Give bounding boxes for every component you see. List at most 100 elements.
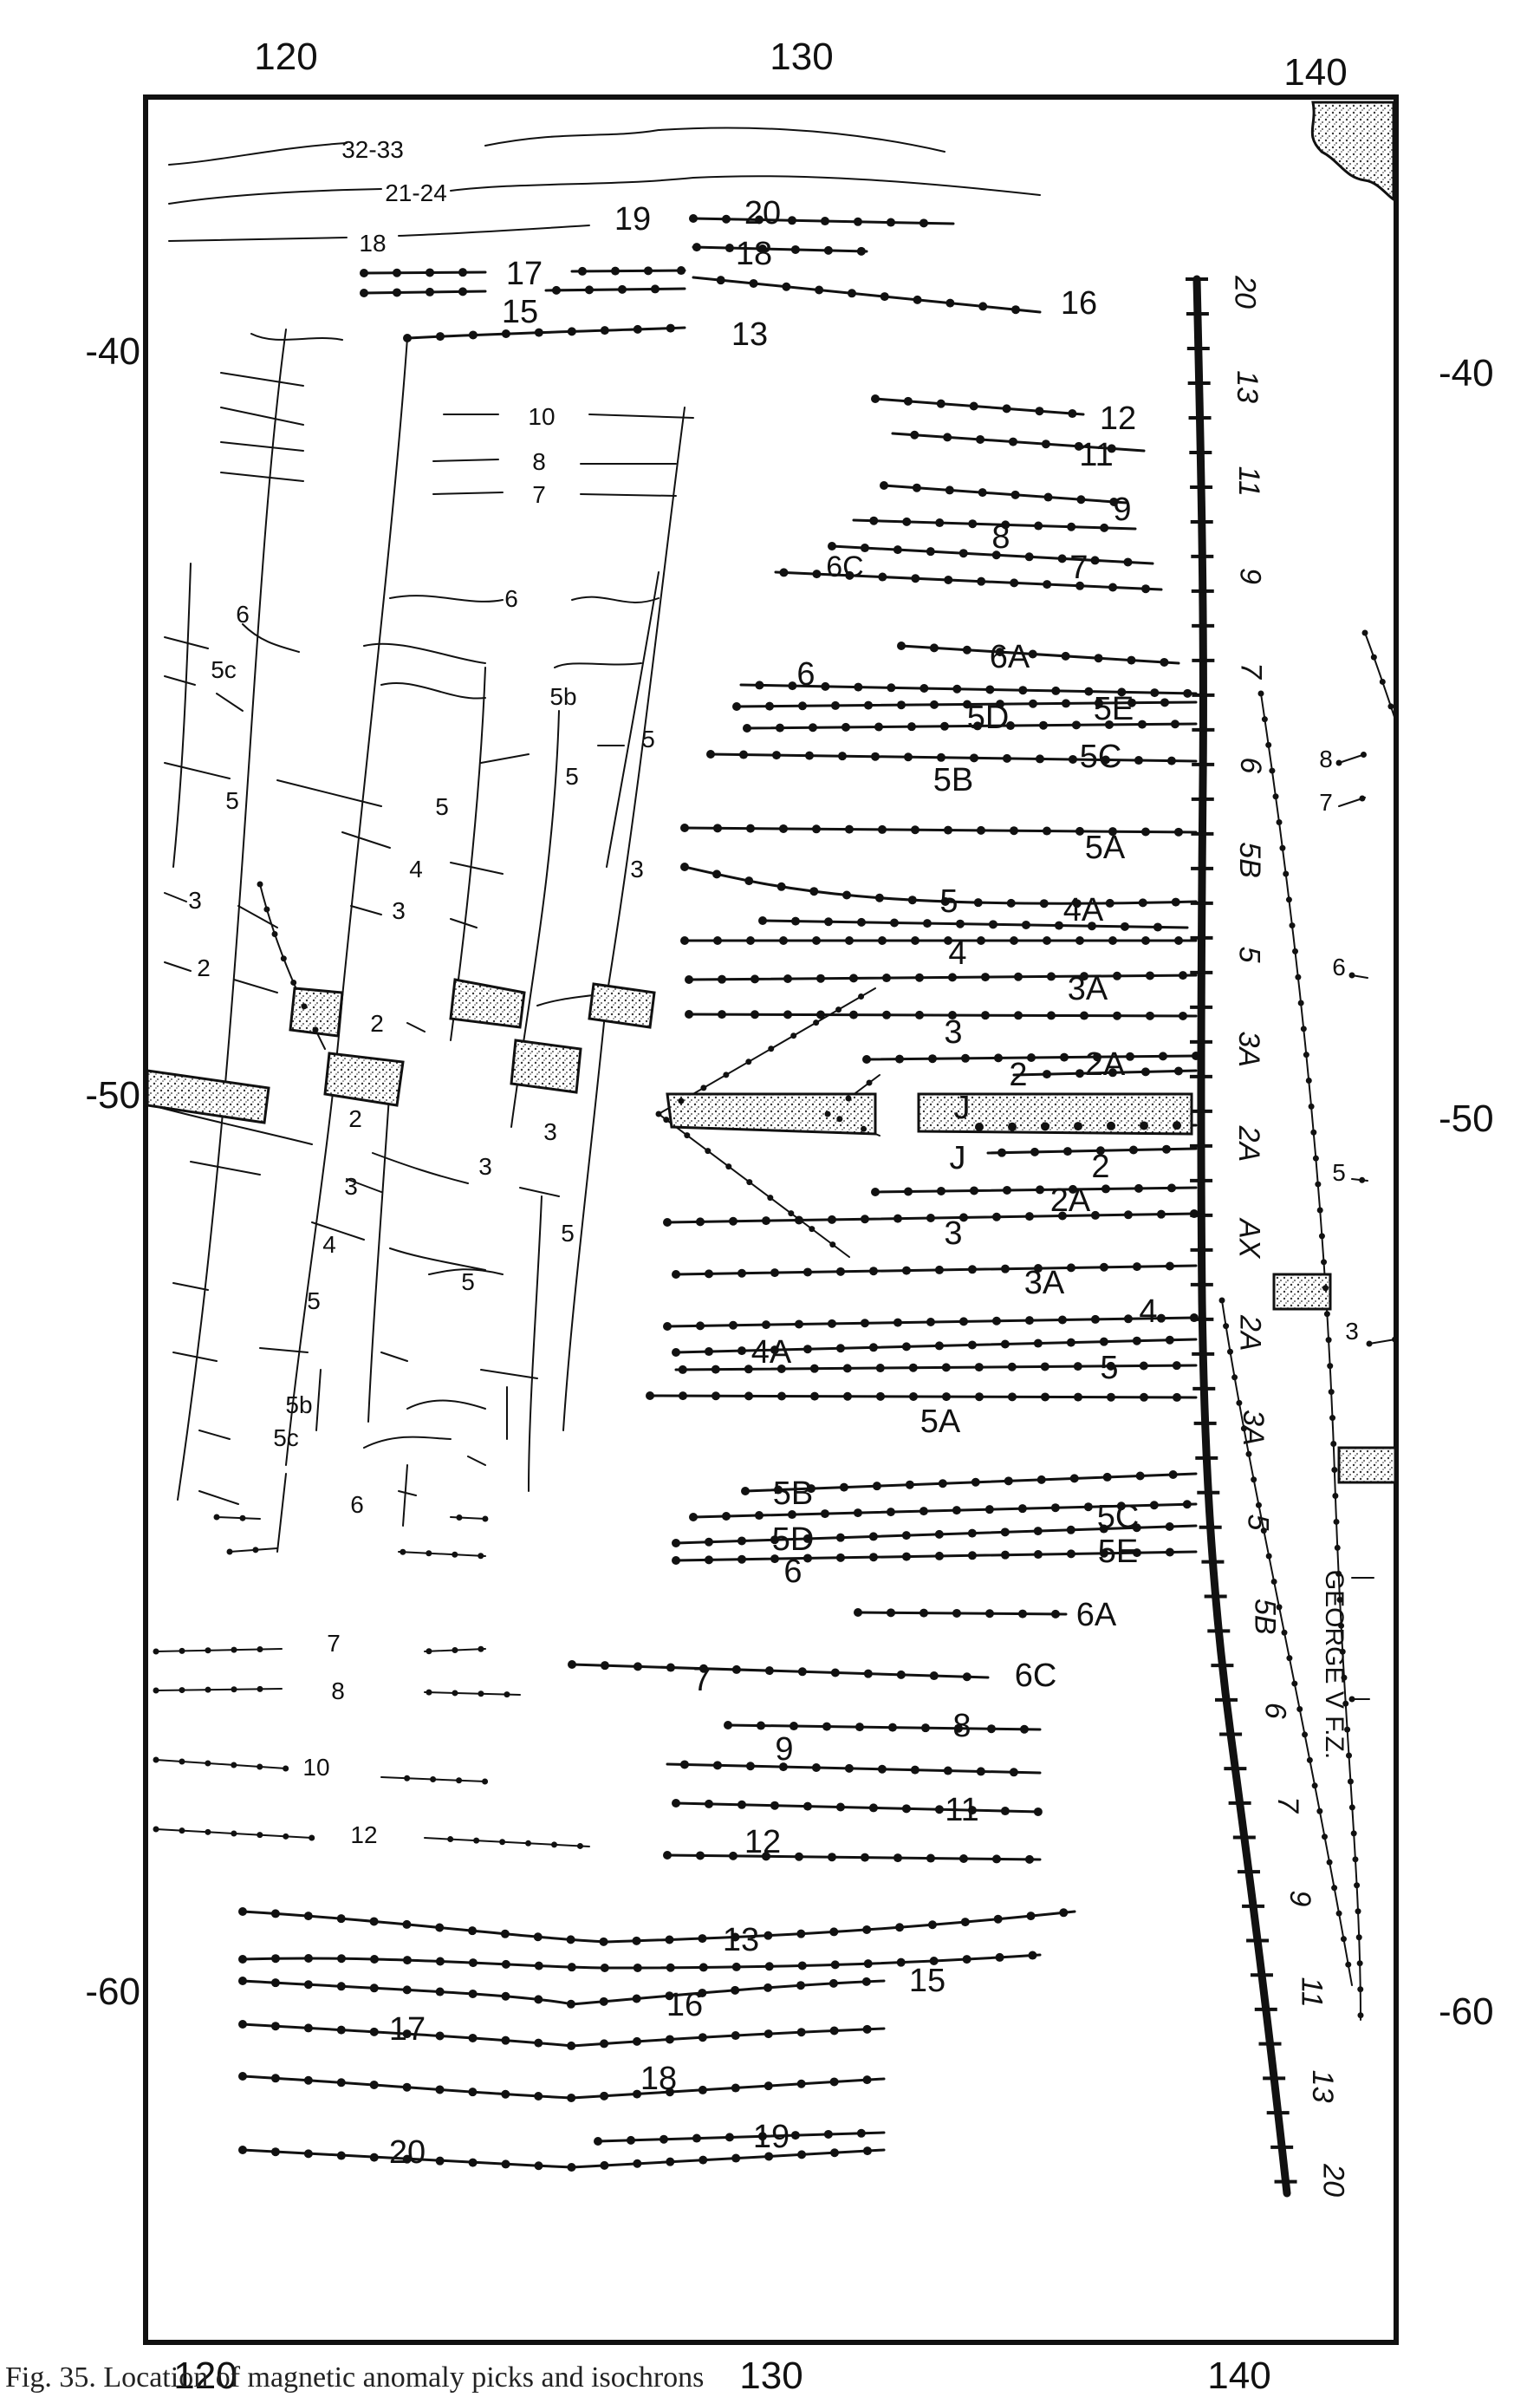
pick-dot [1123, 1210, 1133, 1220]
pick-dot [551, 285, 561, 295]
pick-dot [797, 1667, 807, 1677]
pick-dot [952, 684, 962, 694]
pick-dot [1218, 1297, 1225, 1304]
pick-dot [1002, 753, 1011, 763]
pick-dot [725, 244, 734, 253]
pick-dot [679, 1760, 689, 1769]
pick-dot [257, 1763, 263, 1770]
pick-dot [958, 1317, 968, 1326]
pick-dot [1285, 896, 1292, 903]
pick-dot [895, 1923, 905, 1932]
pick-dot [768, 1045, 775, 1052]
pick-dot [804, 751, 814, 760]
pick-dot [972, 721, 982, 731]
pick-dot [238, 1955, 247, 1964]
pick-dot [903, 752, 913, 762]
anomaly-label: 6 [504, 585, 518, 612]
pick-dot [1068, 1184, 1077, 1194]
pick-dot [944, 575, 953, 584]
pick-dot [1226, 1348, 1233, 1355]
pick-dot [633, 1963, 642, 1972]
anomaly-label: 9 [1113, 492, 1131, 528]
pick-dot [854, 1608, 862, 1617]
pick-dot [878, 936, 887, 945]
pick-dot [646, 1391, 654, 1400]
pick-dot [1009, 1768, 1018, 1777]
pick-dot [790, 1032, 797, 1039]
pick-dot [1173, 1066, 1183, 1076]
anomaly-label: 20 [744, 195, 781, 231]
pick-dot [1099, 1548, 1108, 1558]
pick-dot [1100, 523, 1109, 532]
pick-dot [868, 1343, 878, 1352]
pick-dot [270, 2074, 280, 2083]
anomaly-label: 12 [744, 1824, 781, 1860]
pick-dot [1018, 686, 1028, 695]
pick-dot [153, 1756, 159, 1763]
pick-dot [841, 722, 850, 732]
pick-dot [967, 1528, 977, 1538]
pick-dot [969, 1186, 978, 1195]
pick-dot [1160, 698, 1169, 707]
pick-dot [886, 218, 895, 227]
pick-dot [1079, 972, 1088, 981]
pick-dot [862, 2075, 872, 2085]
pick-dot [1387, 703, 1394, 710]
pick-dot [1191, 1052, 1200, 1061]
anomaly-label: 3 [944, 1215, 962, 1252]
pick-dot [1165, 1522, 1174, 1532]
pick-dot [863, 700, 873, 710]
anomaly-label: 5A [920, 1404, 961, 1440]
pick-dot [238, 1907, 247, 1916]
pick-dot [1356, 1960, 1363, 1967]
pick-dot [776, 882, 786, 891]
anomaly-label: 15 [502, 294, 538, 330]
pick-dot [283, 1833, 289, 1840]
pick-dot [945, 485, 954, 495]
pick-dot [663, 1322, 672, 1331]
pick-dot [712, 1761, 722, 1770]
pick-dot [962, 1672, 971, 1682]
pick-dot [1066, 1525, 1075, 1534]
pick-dot [1316, 1207, 1323, 1214]
anomaly-label: 8 [952, 1708, 971, 1744]
ridge-axis-label: 7 [1271, 1796, 1304, 1814]
pick-dot [934, 1529, 944, 1539]
pick-dot [1338, 1622, 1345, 1629]
pick-dot [712, 870, 722, 879]
pick-dot [270, 1954, 280, 1964]
pick-dot [877, 1764, 887, 1774]
pick-dot [271, 931, 278, 938]
pick-dot [1073, 1392, 1082, 1402]
pick-dot [1183, 688, 1192, 698]
pick-dot [906, 722, 916, 732]
pick-dot [568, 1660, 576, 1669]
pick-dot [1116, 1501, 1126, 1511]
pick-dot [947, 973, 957, 982]
pick-dot [238, 2146, 247, 2154]
pick-dot [402, 2082, 412, 2092]
pick-dot [941, 1392, 951, 1402]
pick-dot [1019, 1724, 1029, 1734]
anomaly-label: 18 [736, 236, 772, 272]
pick-dot [1138, 898, 1147, 908]
pick-dot [782, 282, 791, 291]
pick-dot [1223, 1323, 1230, 1330]
pick-dot [823, 245, 833, 255]
anomaly-label: 4 [409, 856, 423, 883]
pick-dot [452, 1551, 458, 1558]
ridge-axis-label: 9 [1283, 1890, 1316, 1906]
pick-dot [179, 1758, 185, 1765]
pick-dot [1002, 404, 1011, 414]
pick-dot [823, 2129, 833, 2139]
pick-dot [435, 1987, 445, 1996]
ridge-axis-label: 11 [1295, 1977, 1328, 2008]
pick-dot [926, 1214, 935, 1223]
pick-dot [724, 1721, 732, 1729]
pick-dot [731, 2153, 741, 2163]
pick-dot [863, 1959, 873, 1969]
pick-dot [633, 2089, 642, 2099]
pick-dot [205, 1686, 211, 1693]
pick-dot [1108, 1068, 1117, 1078]
pick-dot [835, 1344, 845, 1353]
